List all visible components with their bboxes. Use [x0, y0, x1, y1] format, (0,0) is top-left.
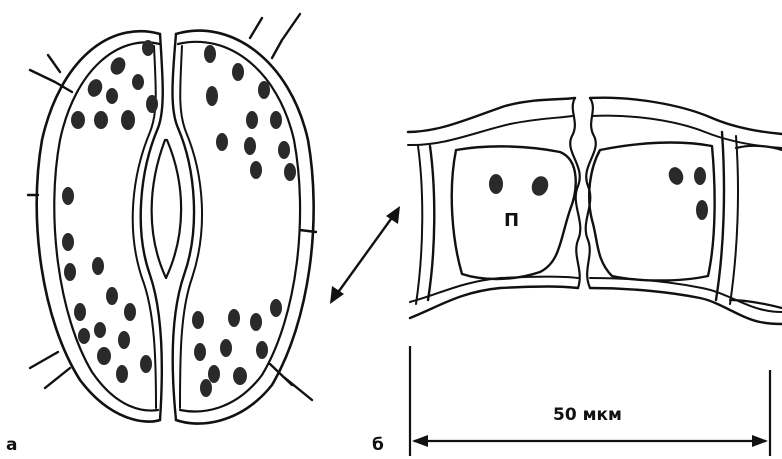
plastid-label: П	[504, 212, 519, 230]
panel-b-label: б	[372, 437, 384, 454]
chloroplasts-cross-section	[489, 165, 708, 220]
panel-a-label: а	[6, 437, 17, 454]
panel-a-stoma-surface-view	[28, 14, 316, 424]
chloroplasts-right-guard-cell	[192, 45, 296, 397]
scale-bar-label: 50 мкм	[553, 407, 622, 424]
pore-slit-right-wall	[586, 98, 596, 288]
right-guard-cell	[173, 31, 314, 424]
double-headed-arrow	[330, 206, 400, 304]
scale-bar	[410, 346, 770, 456]
stomatal-pore	[152, 140, 182, 278]
panel-b-stoma-cross-section	[408, 98, 782, 456]
right-guard-cell-lumen	[589, 143, 714, 281]
